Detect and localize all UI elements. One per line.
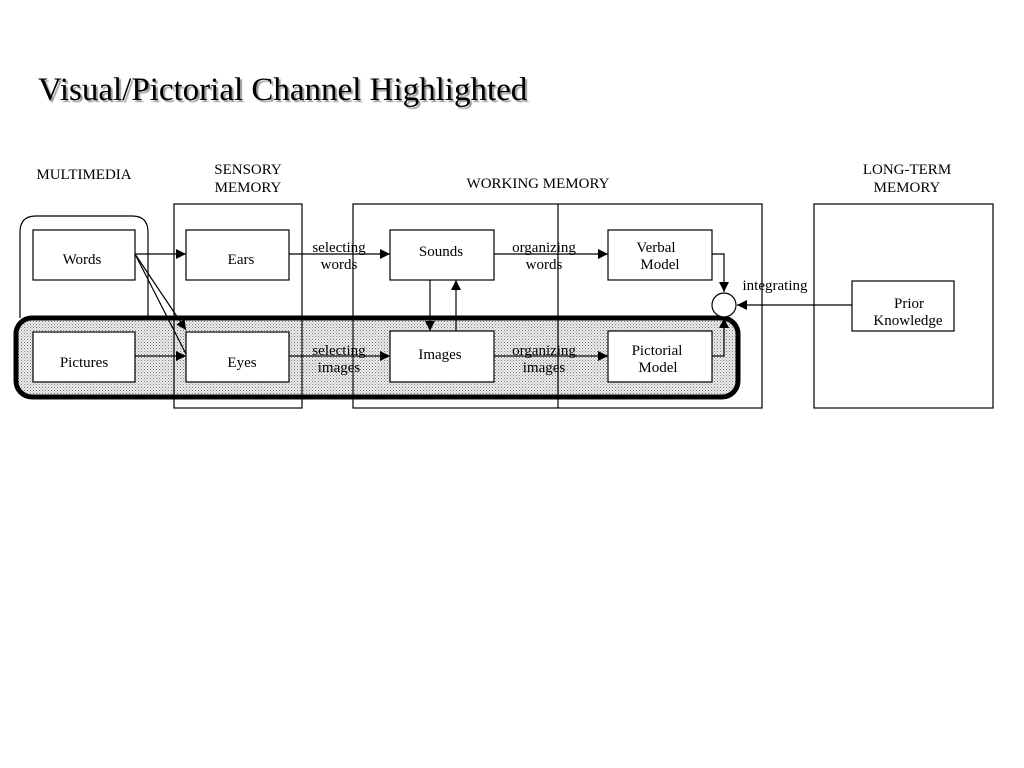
node-verbal-label-2: Model bbox=[640, 257, 679, 273]
node-pictures-label: Pictures bbox=[60, 355, 108, 371]
label-organizing-words-1: organizing bbox=[512, 240, 576, 256]
node-images-label: Images bbox=[418, 347, 461, 363]
arrow-pictures-ears bbox=[134, 253, 187, 355]
node-words-label: Words bbox=[63, 252, 102, 268]
header-sensory-1: SENSORY bbox=[214, 162, 282, 178]
node-pictorial-label-2: Model bbox=[638, 360, 677, 376]
node-sounds: Sounds bbox=[389, 229, 495, 281]
node-ears-label: Ears bbox=[228, 252, 255, 268]
header-multimedia: MULTIMEDIA bbox=[36, 167, 131, 183]
arrow-words-eyes bbox=[134, 253, 187, 331]
node-prior-knowledge: Prior Knowledge bbox=[851, 280, 955, 332]
label-selecting-images-2: images bbox=[318, 360, 361, 376]
arrow-verbal-integrate bbox=[712, 253, 729, 292]
node-prior-label-1: Prior bbox=[894, 296, 924, 312]
node-prior-label-2: Knowledge bbox=[873, 313, 942, 329]
multimedia-frame bbox=[19, 215, 149, 318]
label-organizing-images-2: images bbox=[523, 360, 566, 376]
node-pictorial-model: Pictorial Model bbox=[607, 330, 713, 383]
node-eyes: Eyes bbox=[185, 331, 290, 383]
label-organizing-images-1: organizing bbox=[512, 343, 576, 359]
header-longterm-1: LONG-TERM bbox=[863, 162, 951, 178]
node-sounds-label: Sounds bbox=[419, 244, 463, 260]
label-selecting-words-2: words bbox=[321, 257, 358, 273]
integration-node bbox=[711, 292, 737, 318]
label-organizing-words-2: words bbox=[526, 257, 563, 273]
header-sensory-2: MEMORY bbox=[215, 180, 282, 196]
node-verbal-model: Verbal Model bbox=[607, 229, 713, 281]
label-selecting-images-1: selecting bbox=[312, 343, 366, 359]
node-verbal-label-1: Verbal bbox=[636, 240, 675, 256]
node-ears: Ears bbox=[185, 229, 290, 281]
header-working: WORKING MEMORY bbox=[467, 176, 610, 192]
long-term-memory-frame bbox=[813, 203, 994, 409]
header-longterm-2: MEMORY bbox=[874, 180, 941, 196]
node-pictorial-label-1: Pictorial bbox=[632, 343, 683, 359]
label-integrating: integrating bbox=[743, 278, 808, 294]
node-eyes-label: Eyes bbox=[227, 355, 256, 371]
node-pictures: Pictures bbox=[32, 331, 136, 383]
node-words: Words bbox=[32, 229, 136, 281]
node-images: Images bbox=[389, 330, 495, 383]
slide-title: Visual/Pictorial Channel Highlighted bbox=[38, 72, 528, 108]
label-selecting-words-1: selecting bbox=[312, 240, 366, 256]
sensory-memory-frame bbox=[173, 203, 303, 409]
arrow-pictorial-integrate bbox=[712, 318, 729, 357]
